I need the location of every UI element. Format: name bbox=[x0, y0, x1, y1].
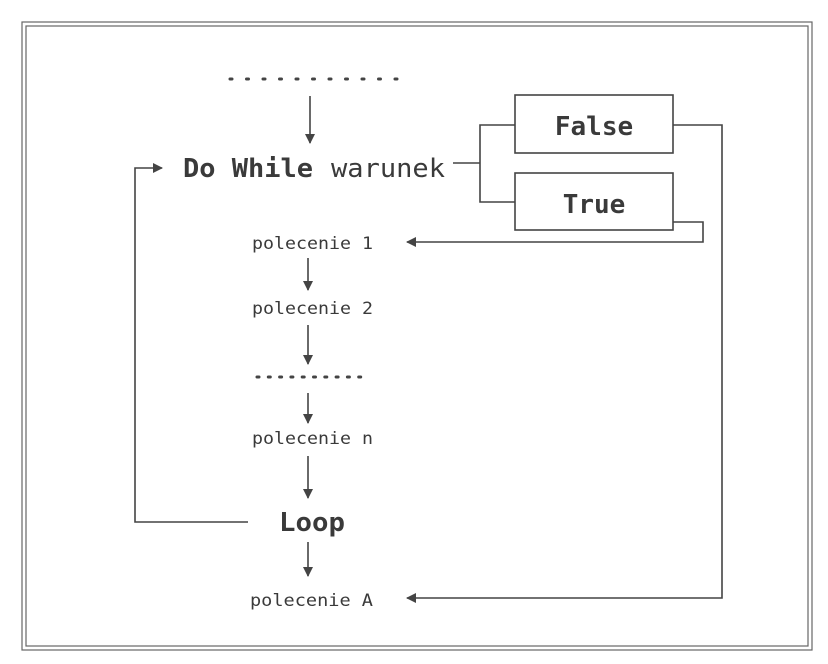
true-box bbox=[514, 172, 674, 231]
statement-2: polecenie 2 bbox=[252, 299, 373, 319]
statement-1: polecenie 1 bbox=[252, 234, 373, 254]
false-box bbox=[514, 94, 674, 154]
true-label: True bbox=[563, 190, 626, 220]
outer-frame bbox=[21, 21, 813, 651]
false-arrow bbox=[406, 124, 723, 603]
loop-back-arrow bbox=[134, 163, 248, 523]
statement-a: polecenie A bbox=[250, 591, 373, 611]
loop-keyword: Loop bbox=[279, 508, 345, 538]
true-arrow bbox=[406, 221, 704, 247]
false-label: False bbox=[555, 112, 633, 142]
inner-frame bbox=[25, 25, 809, 647]
statement-n: polecenie n bbox=[252, 429, 373, 449]
condition-label: warunek bbox=[331, 154, 445, 184]
do-while-keyword: Do While bbox=[183, 154, 313, 184]
branch-connector bbox=[479, 124, 515, 203]
